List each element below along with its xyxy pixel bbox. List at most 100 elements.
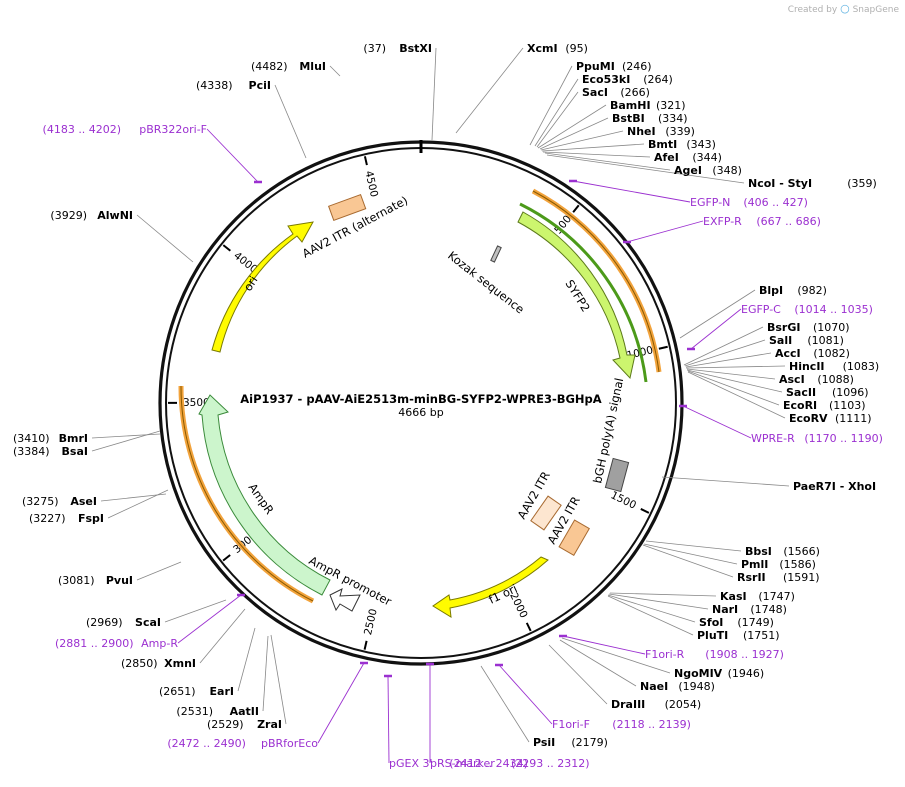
site-name-draiii[interactable]: DraIII xyxy=(611,698,645,711)
primer-name-pgex-3[interactable]: pGEX 3' xyxy=(389,757,433,770)
site-name-pcii[interactable]: PciI xyxy=(249,79,271,92)
site-name-bmri[interactable]: BmrI xyxy=(59,432,88,445)
site-name-pluti[interactable]: PluTI xyxy=(697,629,728,642)
site-name-mlui[interactable]: MluI xyxy=(299,60,326,73)
plasmid-size: 4666 bp xyxy=(398,406,443,419)
site-name-paer7i-xhoi[interactable]: PaeR7I - XhoI xyxy=(793,480,876,493)
leader-agei xyxy=(545,153,670,170)
primer-range-egfp-n: (406 .. 427) xyxy=(743,196,808,209)
site-pos-bsrgi: (1070) xyxy=(813,321,850,334)
site-name-bstxi[interactable]: BstXI xyxy=(399,42,432,55)
feature-ampr-promoter[interactable] xyxy=(330,589,360,611)
site-name-bsai[interactable]: BsaI xyxy=(62,445,88,458)
site-pos-asei: (3275) xyxy=(22,495,59,508)
site-name-bsrgi[interactable]: BsrGI xyxy=(767,321,800,334)
primer-range-egfp-c: (1014 .. 1035) xyxy=(794,303,873,316)
tick-mark-500 xyxy=(573,205,579,212)
site-name-ecorv[interactable]: EcoRV xyxy=(789,412,828,425)
leader-pmli xyxy=(644,544,737,564)
leader-zrai xyxy=(271,635,286,724)
site-name-ngomiv[interactable]: NgoMIV xyxy=(674,667,723,680)
site-name-hincii[interactable]: HincII xyxy=(789,360,825,373)
tick-mark-1000 xyxy=(659,347,668,349)
site-name-agei[interactable]: AgeI xyxy=(674,164,702,177)
primer-range-amp-r: (2881 .. 2900) xyxy=(55,637,134,650)
site-pos-pluti: (1751) xyxy=(743,629,780,642)
leader-acci xyxy=(686,353,771,367)
primer-leader-f1ori-f xyxy=(499,665,552,724)
site-name-asei[interactable]: AseI xyxy=(70,495,97,508)
primer-name-prs-marker[interactable]: pRS-marker xyxy=(430,757,495,770)
site-pos-agei: (348) xyxy=(712,164,742,177)
site-name-acci[interactable]: AccI xyxy=(775,347,801,360)
site-name-naei[interactable]: NaeI xyxy=(640,680,668,693)
tick-mark-1500 xyxy=(641,509,649,513)
primer-name-egfp-c[interactable]: EGFP-C xyxy=(741,303,781,316)
site-pos-aatii: (2531) xyxy=(176,705,213,718)
site-name-xmni[interactable]: XmnI xyxy=(164,657,196,670)
site-pos-hincii: (1083) xyxy=(843,360,880,373)
primer-name-f1ori-r[interactable]: F1ori-R xyxy=(645,648,685,661)
tick-label-1500: 1500 xyxy=(609,489,638,511)
site-name-scai[interactable]: ScaI xyxy=(135,616,161,629)
site-name-zrai[interactable]: ZraI xyxy=(257,718,282,731)
site-name-afei[interactable]: AfeI xyxy=(654,151,679,164)
site-name-alwni[interactable]: AlwNI xyxy=(97,209,133,222)
feature-kozak[interactable] xyxy=(491,246,501,262)
primer-name-pbrforeco[interactable]: pBRforEco xyxy=(261,737,318,750)
site-name-sali[interactable]: SalI xyxy=(769,334,792,347)
site-name-pvui[interactable]: PvuI xyxy=(106,574,133,587)
site-name-aatii[interactable]: AatII xyxy=(230,705,259,718)
site-name-ppumi[interactable]: PpuMI xyxy=(576,60,615,73)
site-name-ncoi-styi[interactable]: NcoI - StyI xyxy=(748,177,812,190)
primer-leader-egfp-n xyxy=(573,181,690,202)
primer-name-f1ori-f[interactable]: F1ori-F xyxy=(552,718,590,731)
tick-mark-4500 xyxy=(365,156,367,165)
site-name-saci[interactable]: SacI xyxy=(582,86,608,99)
primer-name-wpre-r[interactable]: WPRE-R xyxy=(751,432,795,445)
feature-bgh-polya[interactable] xyxy=(605,458,628,491)
primer-range-f1ori-r: (1908 .. 1927) xyxy=(705,648,784,661)
site-name-rsrii[interactable]: RsrII xyxy=(737,571,766,584)
site-name-nhei[interactable]: NheI xyxy=(627,125,656,138)
primer-name-amp-r[interactable]: Amp-R xyxy=(141,637,178,650)
site-name-bamhi[interactable]: BamHI xyxy=(610,99,651,112)
site-name-bmti[interactable]: BmtI xyxy=(648,138,677,151)
site-pos-nari: (1748) xyxy=(750,603,787,616)
site-name-pmli[interactable]: PmlI xyxy=(741,558,768,571)
site-name-kasi[interactable]: KasI xyxy=(720,590,747,603)
feature-f1-ori[interactable] xyxy=(433,557,548,617)
plasmid-name: AiP1937 - pAAV-AiE2513m-minBG-SYFP2-WPRE… xyxy=(240,392,602,406)
site-name-eco53ki[interactable]: Eco53kI xyxy=(582,73,630,86)
primer-name-egfp-n[interactable]: EGFP-N xyxy=(690,196,730,209)
site-pos-bamhi: (321) xyxy=(656,99,686,112)
leader-eari xyxy=(238,628,255,691)
leader-hincii xyxy=(686,366,785,368)
site-name-bbsi[interactable]: BbsI xyxy=(745,545,772,558)
site-name-ecori[interactable]: EcoRI xyxy=(783,399,817,412)
site-pos-pcii: (4338) xyxy=(196,79,233,92)
site-pos-psii: (2179) xyxy=(571,736,608,749)
primer-leader-amp-r xyxy=(178,595,241,643)
site-name-asci[interactable]: AscI xyxy=(779,373,805,386)
site-name-sacii[interactable]: SacII xyxy=(786,386,816,399)
leader-xcmi xyxy=(456,48,523,133)
site-name-xcmi[interactable]: XcmI xyxy=(527,42,558,55)
feature-ori[interactable] xyxy=(212,222,313,352)
site-name-sfoi[interactable]: SfoI xyxy=(699,616,723,629)
leader-ppumi xyxy=(530,66,572,145)
site-name-eari[interactable]: EarI xyxy=(210,685,234,698)
primer-name-exfp-r[interactable]: EXFP-R xyxy=(703,215,742,228)
leader-ecorv xyxy=(688,372,785,418)
site-name-nari[interactable]: NarI xyxy=(712,603,738,616)
site-name-fspi[interactable]: FspI xyxy=(78,512,104,525)
site-name-blpi[interactable]: BlpI xyxy=(759,284,783,297)
site-name-psii[interactable]: PsiI xyxy=(533,736,555,749)
primer-name-pbr322ori-f[interactable]: pBR322ori-F xyxy=(139,123,207,136)
site-pos-mlui: (4482) xyxy=(251,60,288,73)
site-pos-acci: (1082) xyxy=(813,347,850,360)
leader-pluti xyxy=(608,596,693,635)
site-pos-bstbi: (334) xyxy=(658,112,688,125)
site-name-bstbi[interactable]: BstBI xyxy=(612,112,645,125)
